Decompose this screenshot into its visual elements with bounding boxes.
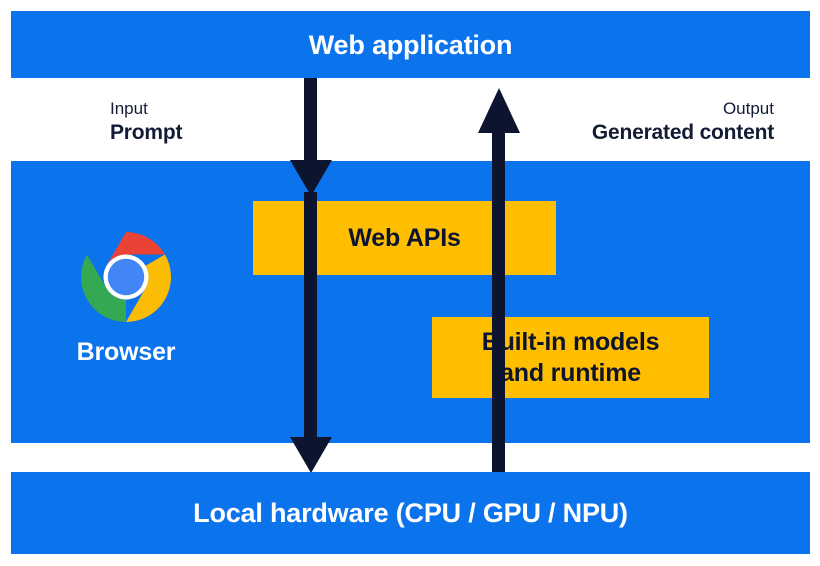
local-hardware-label: Local hardware (CPU / GPU / NPU) [193, 498, 628, 528]
output-kicker: Output [722, 99, 774, 118]
browser-label: Browser [76, 338, 176, 366]
box-web-apis: Web APIs [253, 201, 556, 275]
input-arrow-head-upper-icon [290, 160, 332, 196]
box-built-in-line1: Built-in models [481, 328, 660, 356]
chrome-logo-icon [80, 231, 172, 323]
input-kicker: Input [110, 99, 148, 118]
output-value: Generated content [591, 120, 774, 144]
web-application-label: Web application [308, 30, 513, 60]
output-arrow-shaft [492, 129, 505, 474]
box-web-apis-label: Web APIs [348, 223, 461, 252]
box-built-in-line2: and runtime [500, 358, 641, 387]
band-web-application: Web application [11, 11, 810, 78]
input-arrow-head-lower-icon [290, 437, 332, 473]
input-arrow-shaft-upper [304, 78, 317, 168]
output-flow-label: Output Generated content [592, 99, 774, 145]
input-arrow-shaft-lower [304, 192, 317, 440]
input-flow-label: Input Prompt [110, 99, 183, 145]
box-built-in-models: Built-in models and runtime [432, 317, 709, 398]
input-value: Prompt [110, 120, 183, 144]
output-arrow-head-icon [478, 88, 520, 133]
band-local-hardware: Local hardware (CPU / GPU / NPU) [11, 472, 810, 554]
